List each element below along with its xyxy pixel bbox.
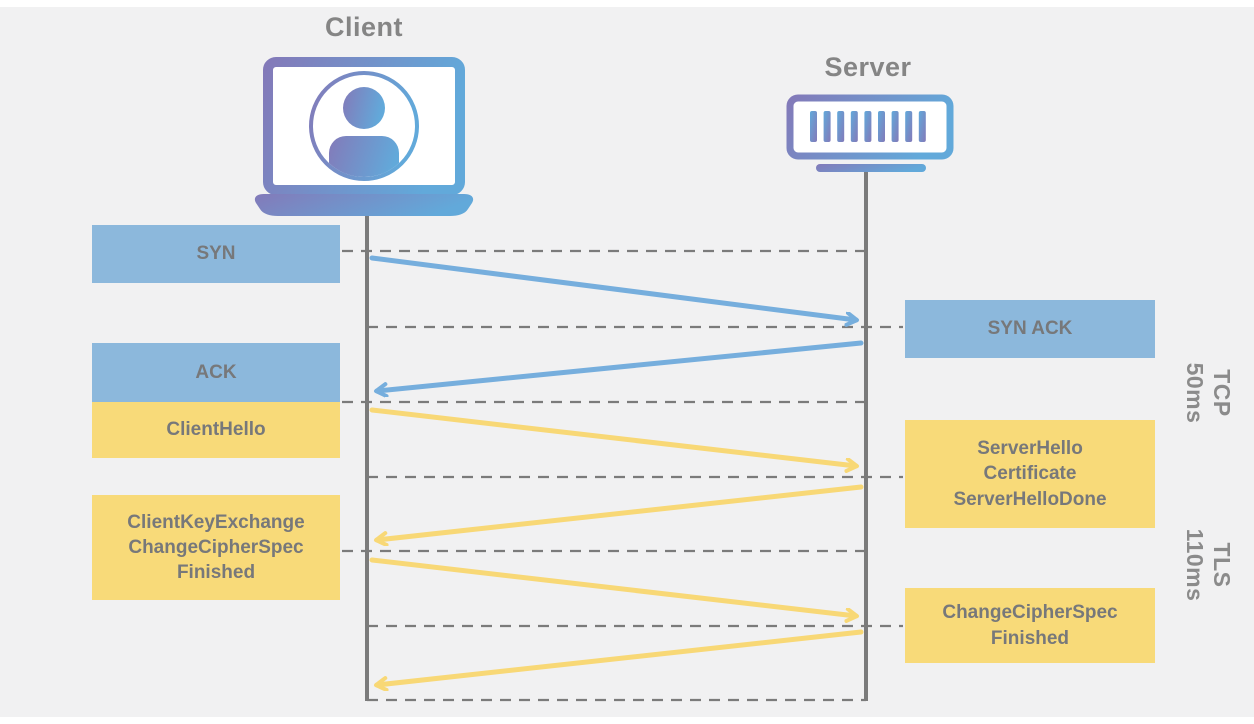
client-title: Client xyxy=(324,12,403,42)
serverhello-arrow xyxy=(377,484,864,540)
changecipherspec-arrow xyxy=(377,629,864,685)
laptop-icon xyxy=(254,57,474,216)
message-client-key-exchange: ClientKeyExchange ChangeCipherSpec Finis… xyxy=(92,495,340,600)
phase-tcp-time: 50ms xyxy=(1181,362,1208,424)
synack-arrow xyxy=(377,340,864,391)
message-syn: SYN xyxy=(92,225,340,283)
server-icon xyxy=(786,94,954,172)
server-slots xyxy=(810,111,926,142)
message-client-hello: ClientHello xyxy=(92,402,340,458)
phase-tls-time: 110ms xyxy=(1181,528,1208,602)
clienthello-arrow xyxy=(369,407,856,466)
server-title: Server xyxy=(824,52,912,82)
bottom-border-band xyxy=(0,717,1254,724)
message-syn-ack: SYN ACK xyxy=(905,300,1155,358)
top-border-band xyxy=(0,0,1254,7)
syn-arrow xyxy=(369,255,856,320)
phase-tcp-name: TCP xyxy=(1209,369,1235,417)
message-ack: ACK xyxy=(92,343,340,402)
phase-tls-duration: TLS 110ms xyxy=(1179,525,1235,605)
message-change-cipher-spec: ChangeCipherSpec Finished xyxy=(905,588,1155,663)
user-icon xyxy=(309,71,419,181)
time-gridlines xyxy=(342,249,903,702)
clientkeyexchange-arrow xyxy=(369,557,856,616)
phase-tls-name: TLS xyxy=(1209,542,1235,588)
phase-tcp-duration: TCP 50ms xyxy=(1179,353,1235,433)
message-server-hello: ServerHello Certificate ServerHelloDone xyxy=(905,420,1155,528)
